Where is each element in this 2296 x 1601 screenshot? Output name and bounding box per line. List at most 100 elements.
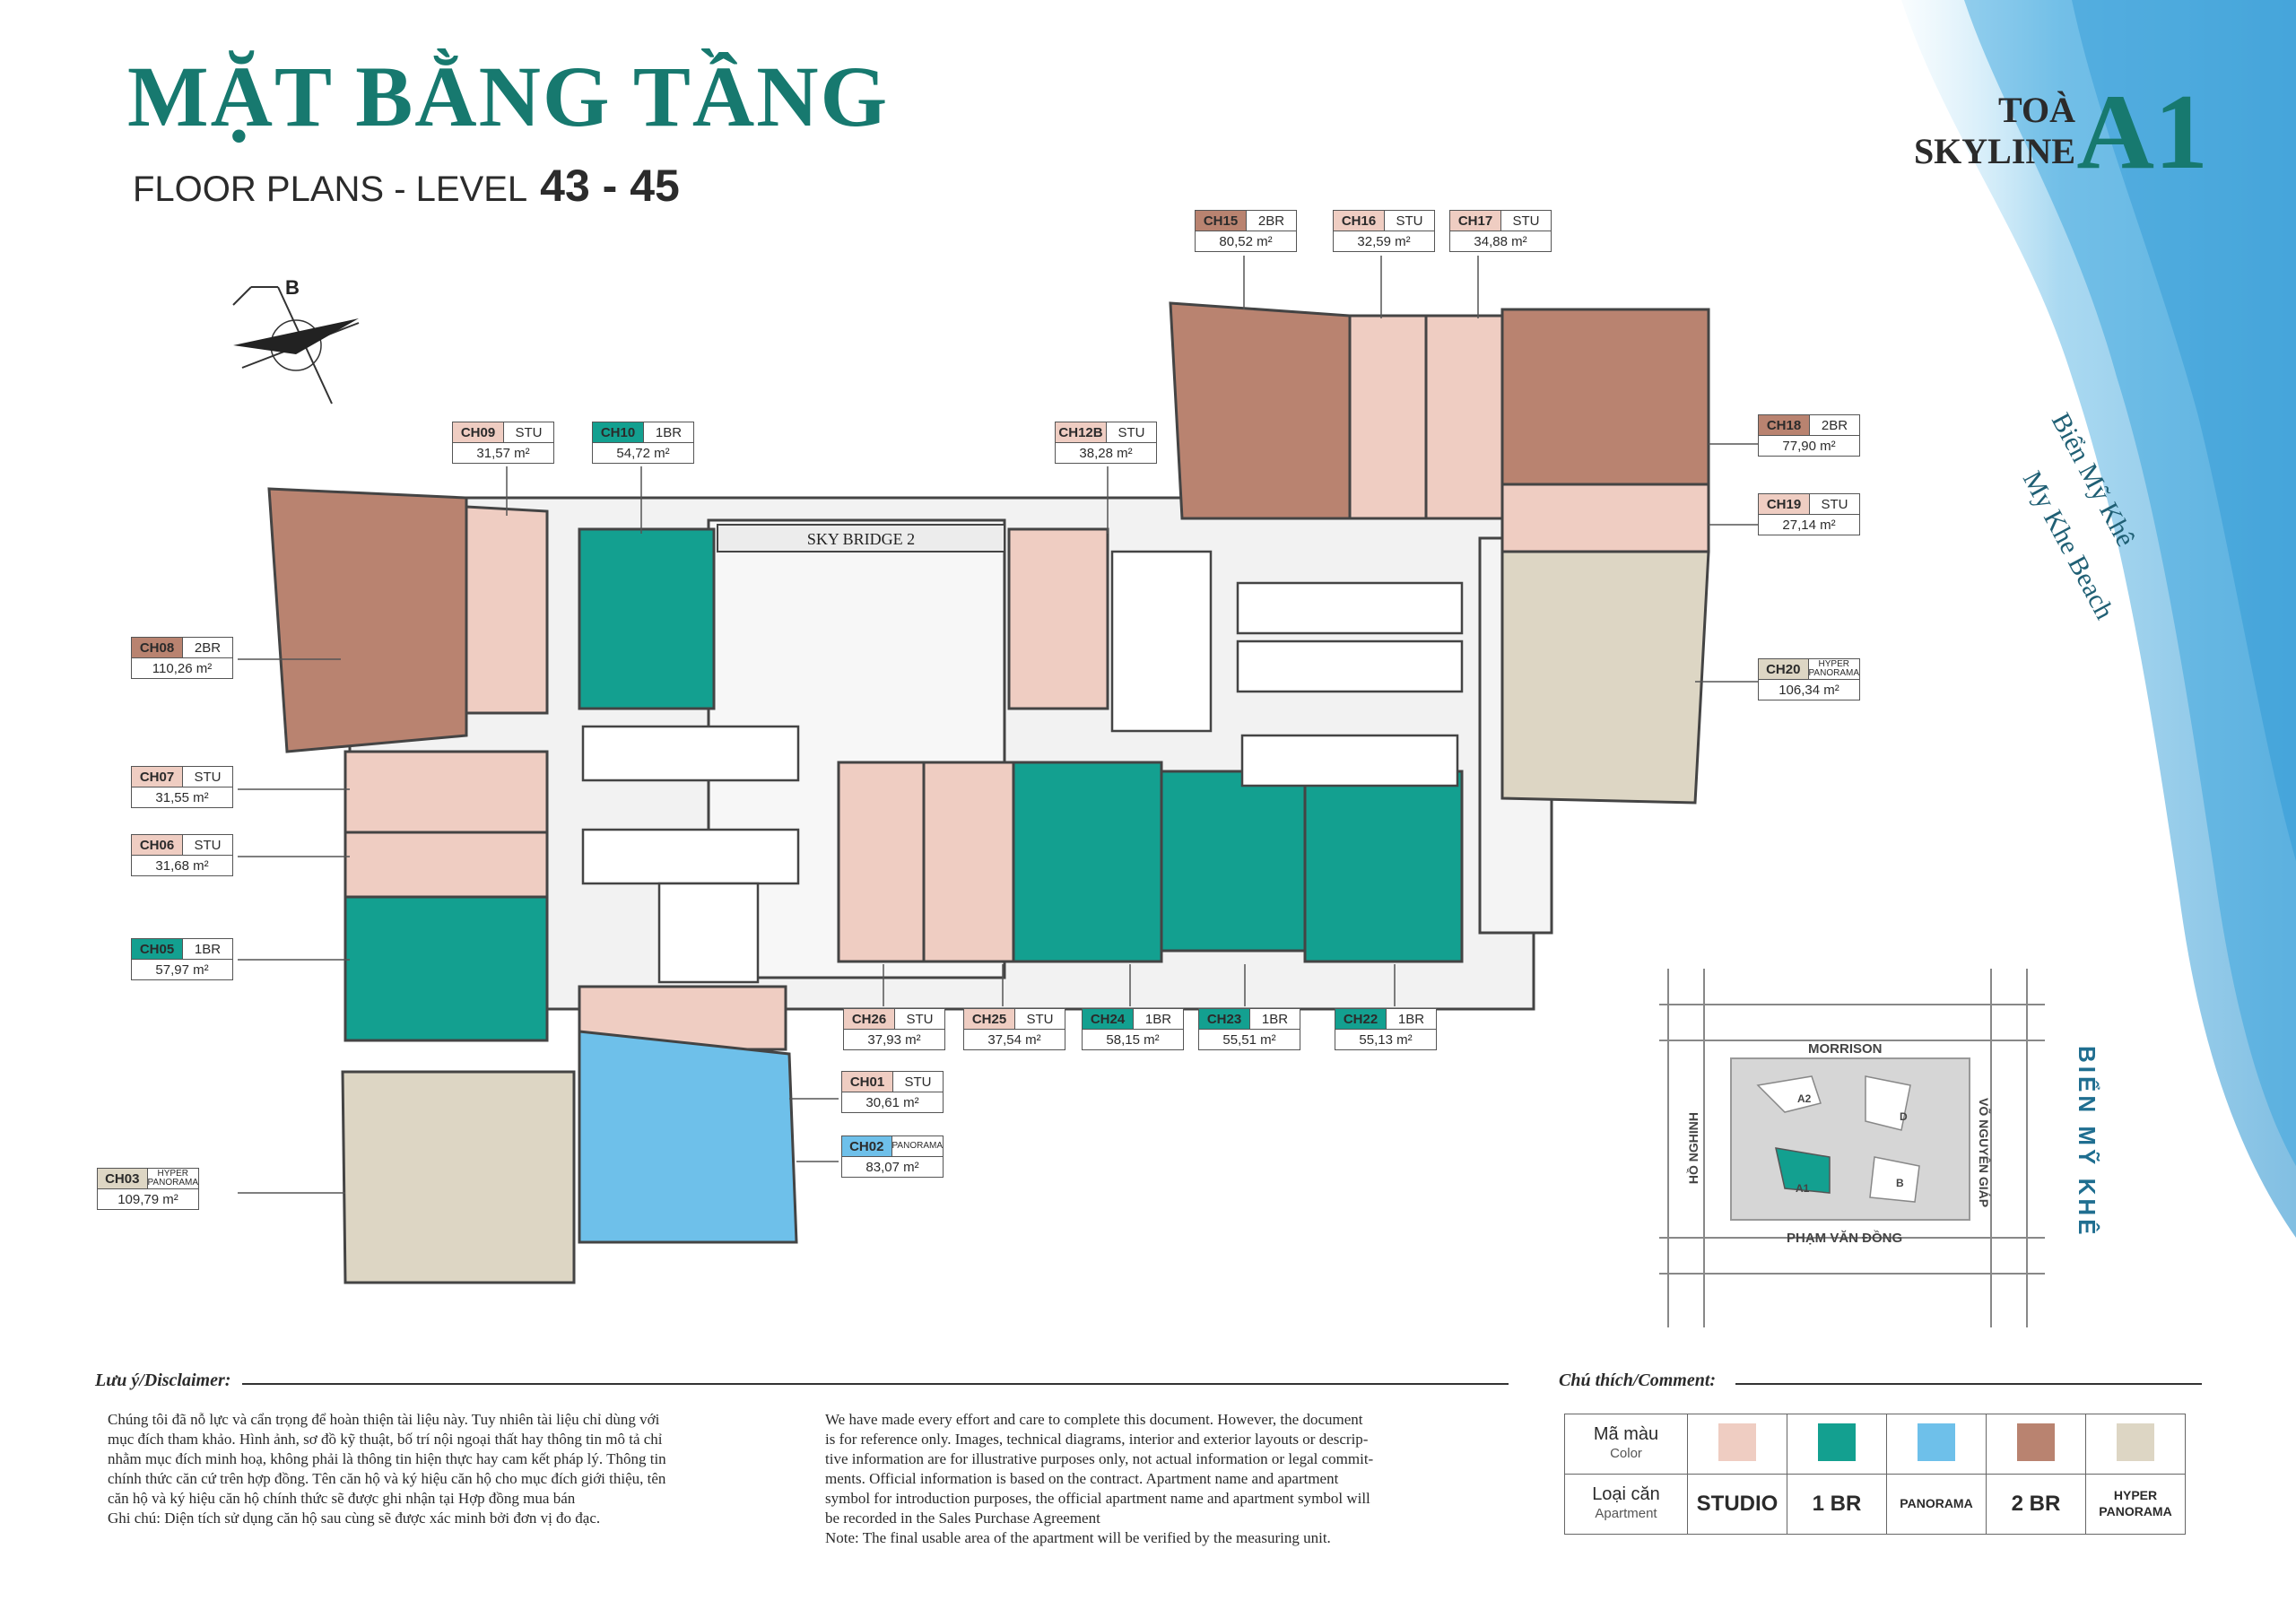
sea-background: [1901, 0, 2296, 1238]
level-range: 43 - 45: [540, 161, 680, 211]
unit-type: 2BR: [1246, 211, 1296, 231]
unit-code: CH25: [964, 1009, 1014, 1029]
unit-code: CH16: [1334, 211, 1384, 231]
unit-area: 30,61 m²: [865, 1094, 919, 1110]
legend-color-label-en: Color: [1610, 1446, 1642, 1461]
unit-type: PANORAMA: [891, 1136, 943, 1156]
unit-ch10: [578, 527, 716, 710]
page-subtitle: FLOOR PLANS - LEVEL 43 - 45: [133, 160, 680, 212]
legend-type-cell: 2 BR: [1986, 1474, 2086, 1535]
unit-code: CH09: [453, 422, 503, 442]
legend-type-cell: PANORAMA: [1886, 1474, 1987, 1535]
unit-type: 2BR: [182, 638, 232, 657]
unit-code: CH24: [1083, 1009, 1133, 1029]
tower-prefix-line-2: SKYLINE: [1913, 131, 2075, 171]
legend-type-header: Loại căn Apartment: [1564, 1474, 1688, 1535]
legend-type-hyper-panorama: HYPER PANORAMA: [2099, 1488, 2172, 1518]
disclaimer-en: We have made every effort and care to co…: [825, 1410, 1478, 1548]
unit-area: 32,59 m²: [1357, 233, 1411, 249]
legend-type-label-vi: Loại căn: [1592, 1484, 1660, 1504]
legend-color-label-vi: Mã màu: [1593, 1424, 1659, 1444]
unit-type: HYPER PANORAMA: [146, 1169, 198, 1188]
unit-area: 106,34 m²: [1779, 682, 1839, 698]
street-vo-nguyen-giap: VÕ NGUYÊN GIÁP: [1977, 1098, 1991, 1208]
unit-area: 34,88 m²: [1474, 233, 1527, 249]
block-a2: A2: [1797, 1092, 1812, 1105]
unit-ch26: [837, 761, 926, 963]
unit-ch17: [1424, 314, 1504, 520]
unit-code: CH22: [1335, 1009, 1386, 1029]
unit-ch03: [341, 1070, 576, 1284]
page-title: MẶT BẰNG TẦNG: [127, 48, 890, 144]
disclaimer-en-line: is for reference only. Images, technical…: [825, 1431, 1369, 1448]
disclaimer-en-line: ments. Official information is based on …: [825, 1470, 1339, 1487]
lift-row-3: [1236, 581, 1464, 635]
unit-area: 83,07 m²: [865, 1159, 919, 1175]
tower-prefix-line-1: TOÀ: [1998, 90, 2075, 130]
unit-area: 55,51 m²: [1222, 1031, 1276, 1048]
legend-swatch-cell: [1886, 1414, 1987, 1475]
unit-type: STU: [892, 1072, 943, 1092]
legend-title: Chú thích/Comment:: [1559, 1370, 1717, 1390]
unit-ch20: [1500, 550, 1710, 805]
legend-divider: [1735, 1383, 2202, 1385]
subtitle-text: FLOOR PLANS - LEVEL: [133, 170, 528, 209]
legend-type-cell: 1 BR: [1787, 1474, 1887, 1535]
disclaimer-vi-line: chính thức căn cứ trên hợp đồng. Tên căn…: [108, 1470, 666, 1487]
unit-ch12b: [1007, 527, 1109, 710]
legend-color-header: Mã màu Color: [1564, 1414, 1688, 1475]
unit-type: 1BR: [182, 939, 232, 959]
unit-area: 54,72 m²: [616, 445, 670, 461]
legend-type-label-en: Apartment: [1595, 1506, 1657, 1521]
compass-icon: B: [232, 276, 360, 405]
sea-label-vertical: BIỂN MỸ KHÊ: [2074, 1046, 2100, 1239]
unit-type: HYPER PANORAMA: [1807, 659, 1859, 679]
unit-ch23: [1160, 770, 1307, 953]
unit-area: 38,28 m²: [1079, 445, 1133, 461]
unit-code: CH23: [1199, 1009, 1249, 1029]
unit-code: CH03: [98, 1169, 147, 1188]
disclaimer-vi-line: nhằm mục đích minh hoạ, không phải là th…: [108, 1450, 666, 1467]
legend-swatch-cell: [1986, 1414, 2086, 1475]
unit-area: 37,93 m²: [867, 1031, 921, 1048]
unit-code: CH17: [1450, 211, 1500, 231]
disclaimer-en-line: be recorded in the Sales Purchase Agreem…: [825, 1510, 1100, 1527]
unit-code: CH26: [844, 1009, 894, 1029]
disclaimer-vi-line: căn hộ và ký hiệu căn hộ chính thức sẽ đ…: [108, 1490, 576, 1507]
unit-type: STU: [182, 835, 232, 855]
unit-code: CH08: [132, 638, 182, 657]
legend-swatch-hyper-panorama: [2117, 1423, 2154, 1461]
unit-type: 1BR: [1133, 1009, 1183, 1029]
disclaimer-vi-line: Chúng tôi đã nỗ lực và cẩn trọng để hoàn…: [108, 1411, 660, 1428]
unit-type: STU: [503, 422, 553, 442]
unit-code: CH19: [1759, 494, 1809, 514]
unit-type: STU: [1106, 422, 1156, 442]
lift-row-4: [1236, 640, 1464, 693]
disclaimer-en-line: symbol for introduction purposes, the of…: [825, 1490, 1370, 1507]
unit-area: 31,57 m²: [476, 445, 530, 461]
tower-prefix: TOÀ SKYLINE: [1914, 90, 2075, 172]
unit-code: CH20: [1759, 659, 1808, 679]
unit-ch02: [578, 1030, 798, 1244]
